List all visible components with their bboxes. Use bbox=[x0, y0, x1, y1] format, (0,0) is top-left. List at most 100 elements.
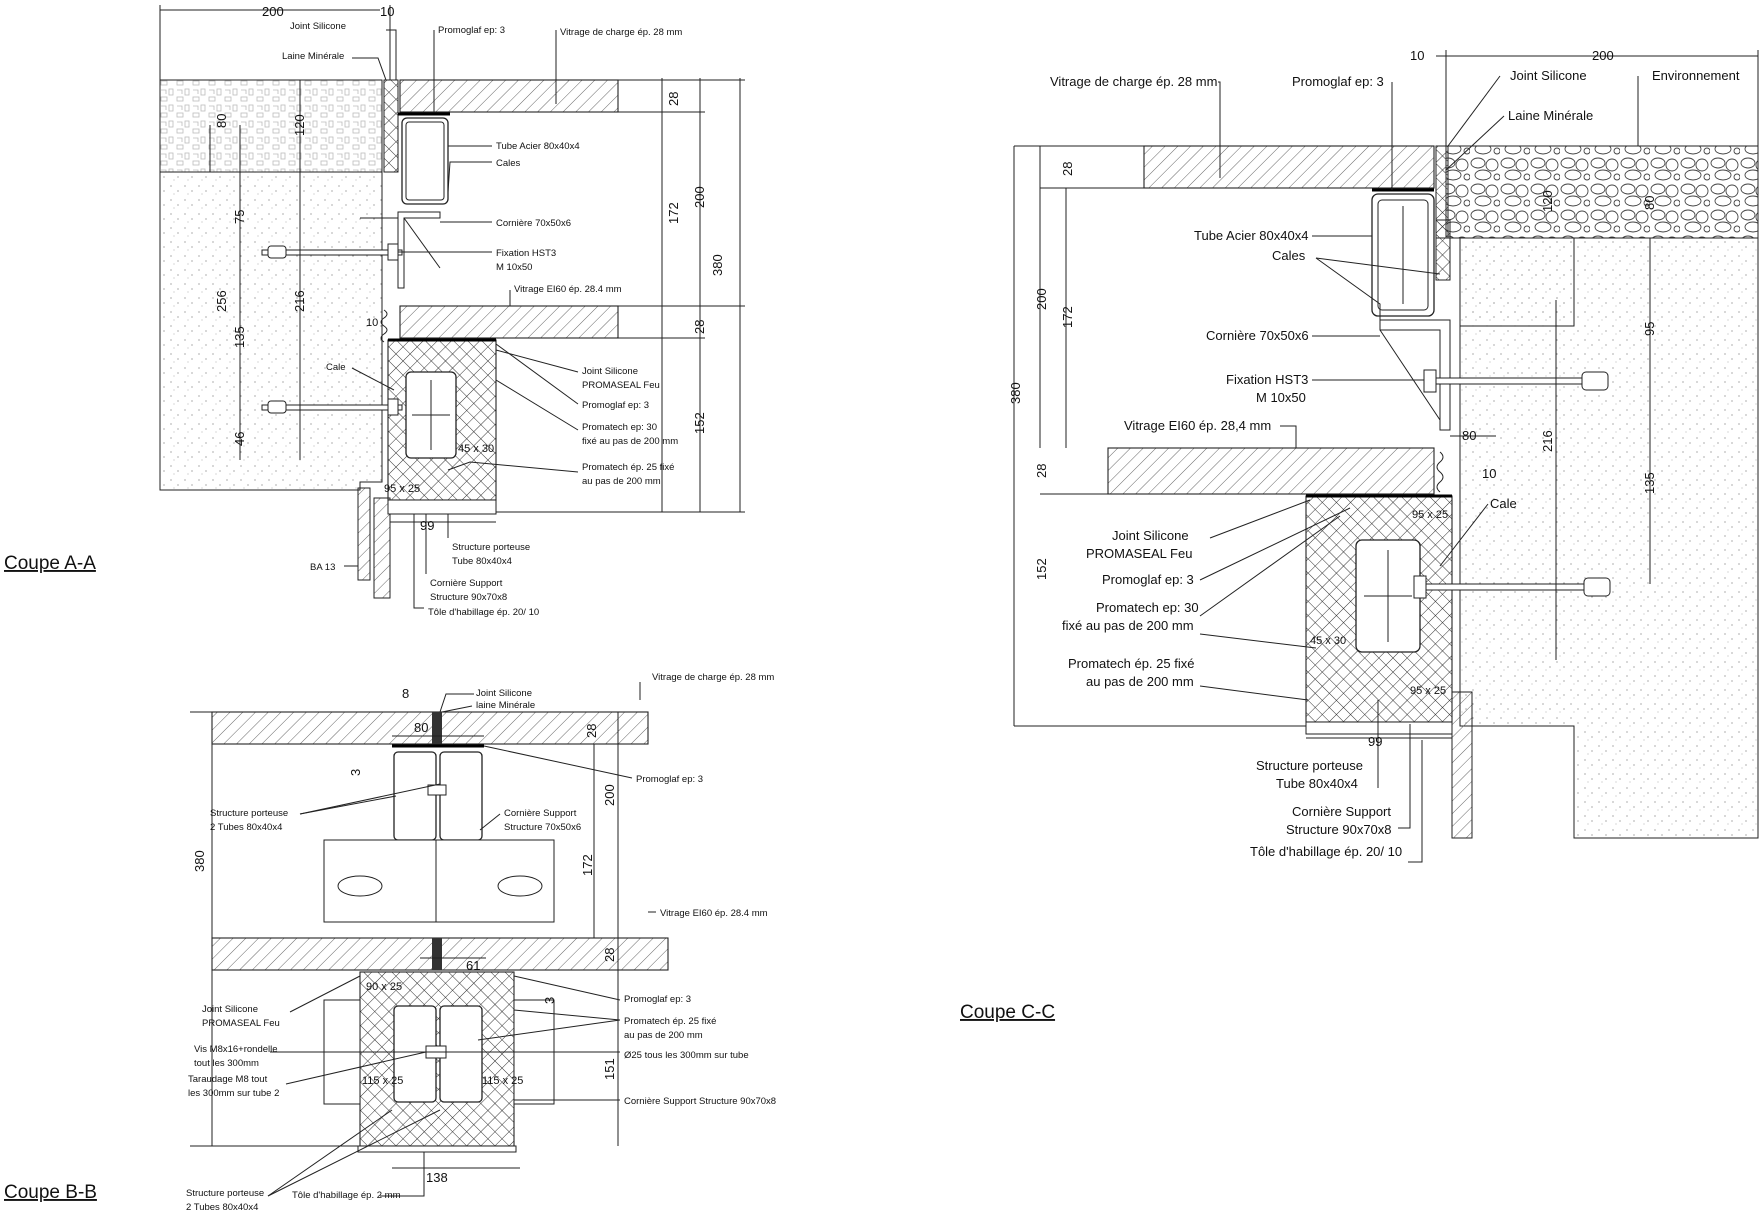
c-promoglaf: Promoglaf ep: 3 bbox=[1292, 74, 1384, 89]
a-joint-silicone: Joint Silicone bbox=[290, 21, 346, 32]
c-title: Coupe C-C bbox=[960, 1002, 1055, 1023]
a-title: Coupe A-A bbox=[4, 553, 96, 574]
c-promatech30-2: fixé au pas de 200 mm bbox=[1062, 618, 1194, 633]
b-structure-1: Structure porteuse bbox=[210, 808, 288, 819]
c-dim-200: 200 bbox=[1592, 48, 1614, 63]
c-dim-380: 380 bbox=[1008, 382, 1023, 404]
vitrage-charge bbox=[399, 79, 619, 113]
a-dim-380: 380 bbox=[710, 254, 725, 276]
a-fixation-1: Fixation HST3 bbox=[496, 248, 556, 259]
a-dim-99: 99 bbox=[420, 518, 434, 533]
b-vitrage-charge bbox=[211, 711, 649, 745]
a-promoglaf-2: Promoglaf ep: 3 bbox=[582, 400, 649, 411]
c-joint-silicone: Joint Silicone bbox=[1510, 68, 1587, 83]
a-joint-feu-1: Joint Silicone bbox=[582, 366, 638, 377]
a-dim-10: 10 bbox=[380, 4, 394, 19]
c-fixation-1: Fixation HST3 bbox=[1226, 372, 1308, 387]
b-promatech25-2: au pas de 200 mm bbox=[624, 1030, 703, 1041]
a-structure-1: Structure porteuse bbox=[452, 542, 530, 553]
c-environnement bbox=[1445, 145, 1759, 239]
a-dim-75: 75 bbox=[232, 210, 247, 224]
a-structure-2: Tube 80x40x4 bbox=[452, 556, 512, 567]
c-dim-45x30: 45 x 30 bbox=[1310, 635, 1346, 647]
a-dim-200: 200 bbox=[262, 4, 284, 19]
c-dim-95x25a: 95 x 25 bbox=[1412, 509, 1448, 521]
a-dim-46: 46 bbox=[232, 432, 247, 446]
a-promoglaf: Promoglaf ep: 3 bbox=[438, 25, 505, 36]
a-dim-95x25: 95 x 25 bbox=[384, 483, 420, 495]
b-corniere-support-1: Cornière Support bbox=[504, 808, 577, 819]
b-promoglaf-2: Promoglaf ep: 3 bbox=[624, 994, 691, 1005]
a-dim-256: 256 bbox=[214, 290, 229, 312]
c-corniere-support-1: Cornière Support bbox=[1292, 804, 1391, 819]
a-joint-feu-2: PROMASEAL Feu bbox=[582, 380, 660, 391]
b-structure-4: 2 Tubes 80x40x4 bbox=[186, 1202, 258, 1213]
b-dim-90x25: 90 x 25 bbox=[366, 981, 402, 993]
b-promoglaf: Promoglaf ep: 3 bbox=[636, 774, 703, 785]
stone-slab bbox=[159, 79, 383, 173]
b-dim-115x25b: 115 x 25 bbox=[482, 1075, 523, 1087]
c-structure-2: Tube 80x40x4 bbox=[1276, 776, 1358, 791]
a-dim-135: 135 bbox=[232, 326, 247, 348]
section-a: Joint Silicone Laine Minérale Promoglaf … bbox=[4, 4, 745, 618]
c-tube: Tube Acier 80x40x4 bbox=[1194, 228, 1308, 243]
a-dim-28b: 28 bbox=[692, 320, 707, 334]
c-dim-200v: 200 bbox=[1034, 288, 1049, 310]
b-dim-115x25a: 115 x 25 bbox=[362, 1075, 403, 1087]
b-tar-1: Taraudage M8 tout bbox=[188, 1074, 268, 1085]
a-dim-80: 80 bbox=[214, 114, 229, 128]
c-dim-95: 95 bbox=[1642, 322, 1657, 336]
b-title: Coupe B-B bbox=[4, 1182, 97, 1203]
a-dim-45x30: 45 x 30 bbox=[458, 443, 494, 455]
a-dim-216: 216 bbox=[292, 290, 307, 312]
b-vitrage-charge-label: Vitrage de charge ép. 28 mm bbox=[652, 672, 774, 683]
b-dim-151: 151 bbox=[602, 1058, 617, 1080]
c-dim-172: 172 bbox=[1060, 306, 1075, 328]
b-laine: laine Minérale bbox=[476, 700, 535, 711]
b-dim-172: 172 bbox=[580, 854, 595, 876]
c-vitrage-charge bbox=[1143, 145, 1435, 189]
a-laine: Laine Minérale bbox=[282, 51, 344, 62]
c-cale: Cale bbox=[1490, 496, 1517, 511]
a-cale: Cale bbox=[326, 362, 346, 373]
b-dim-3b: 3 bbox=[542, 997, 557, 1004]
c-joint-feu-2: PROMASEAL Feu bbox=[1086, 546, 1192, 561]
c-dim-99: 99 bbox=[1368, 734, 1382, 749]
c-dim-10b: 10 bbox=[1482, 466, 1496, 481]
a-tube: Tube Acier 80x40x4 bbox=[496, 141, 580, 152]
c-dim-152: 152 bbox=[1034, 558, 1049, 580]
c-dim-95x25b: 95 x 25 bbox=[1410, 685, 1446, 697]
b-tole: Tôle d'habillage ép. 2 mm bbox=[292, 1190, 401, 1201]
concrete-wall bbox=[159, 171, 383, 491]
a-dim-10b: 10 bbox=[366, 317, 378, 329]
a-dim-172: 172 bbox=[666, 202, 681, 224]
b-promatech25-1: Promatech ép. 25 fixé bbox=[624, 1016, 716, 1027]
b-diam25: Ø25 tous les 300mm sur tube bbox=[624, 1050, 749, 1061]
c-corniere-support-2: Structure 90x70x8 bbox=[1286, 822, 1392, 837]
b-promatech-box bbox=[359, 971, 515, 1147]
c-dim-120: 120 bbox=[1540, 190, 1555, 212]
vitrage-ei60 bbox=[399, 305, 619, 339]
b-dim-28b: 28 bbox=[602, 948, 617, 962]
a-tole: Tôle d'habillage ép. 20/ 10 bbox=[428, 607, 539, 618]
c-vitrage-charge-label: Vitrage de charge ép. 28 mm bbox=[1050, 74, 1217, 89]
c-dim-80: 80 bbox=[1642, 196, 1657, 210]
b-dim-28a: 28 bbox=[584, 724, 599, 738]
c-joint-feu-1: Joint Silicone bbox=[1112, 528, 1189, 543]
a-dim-28a: 28 bbox=[666, 92, 681, 106]
laine-minerale bbox=[383, 79, 399, 173]
b-joint-feu-1: Joint Silicone bbox=[202, 1004, 258, 1015]
c-dim-28b: 28 bbox=[1034, 464, 1049, 478]
c-environnement-label: Environnement bbox=[1652, 68, 1740, 83]
c-tole: Tôle d'habillage ép. 20/ 10 bbox=[1250, 844, 1402, 859]
c-cales: Cales bbox=[1272, 248, 1306, 263]
b-vis-2: tout les 300mm bbox=[194, 1058, 259, 1069]
c-promatech30-1: Promatech ep: 30 bbox=[1096, 600, 1199, 615]
a-fixation-2: M 10x50 bbox=[496, 262, 532, 273]
c-corniere: Cornière 70x50x6 bbox=[1206, 328, 1309, 343]
b-dim-380: 380 bbox=[192, 850, 207, 872]
c-concrete bbox=[1459, 237, 1759, 839]
a-corniere: Cornière 70x50x6 bbox=[496, 218, 571, 229]
b-joint-feu-2: PROMASEAL Feu bbox=[202, 1018, 280, 1029]
